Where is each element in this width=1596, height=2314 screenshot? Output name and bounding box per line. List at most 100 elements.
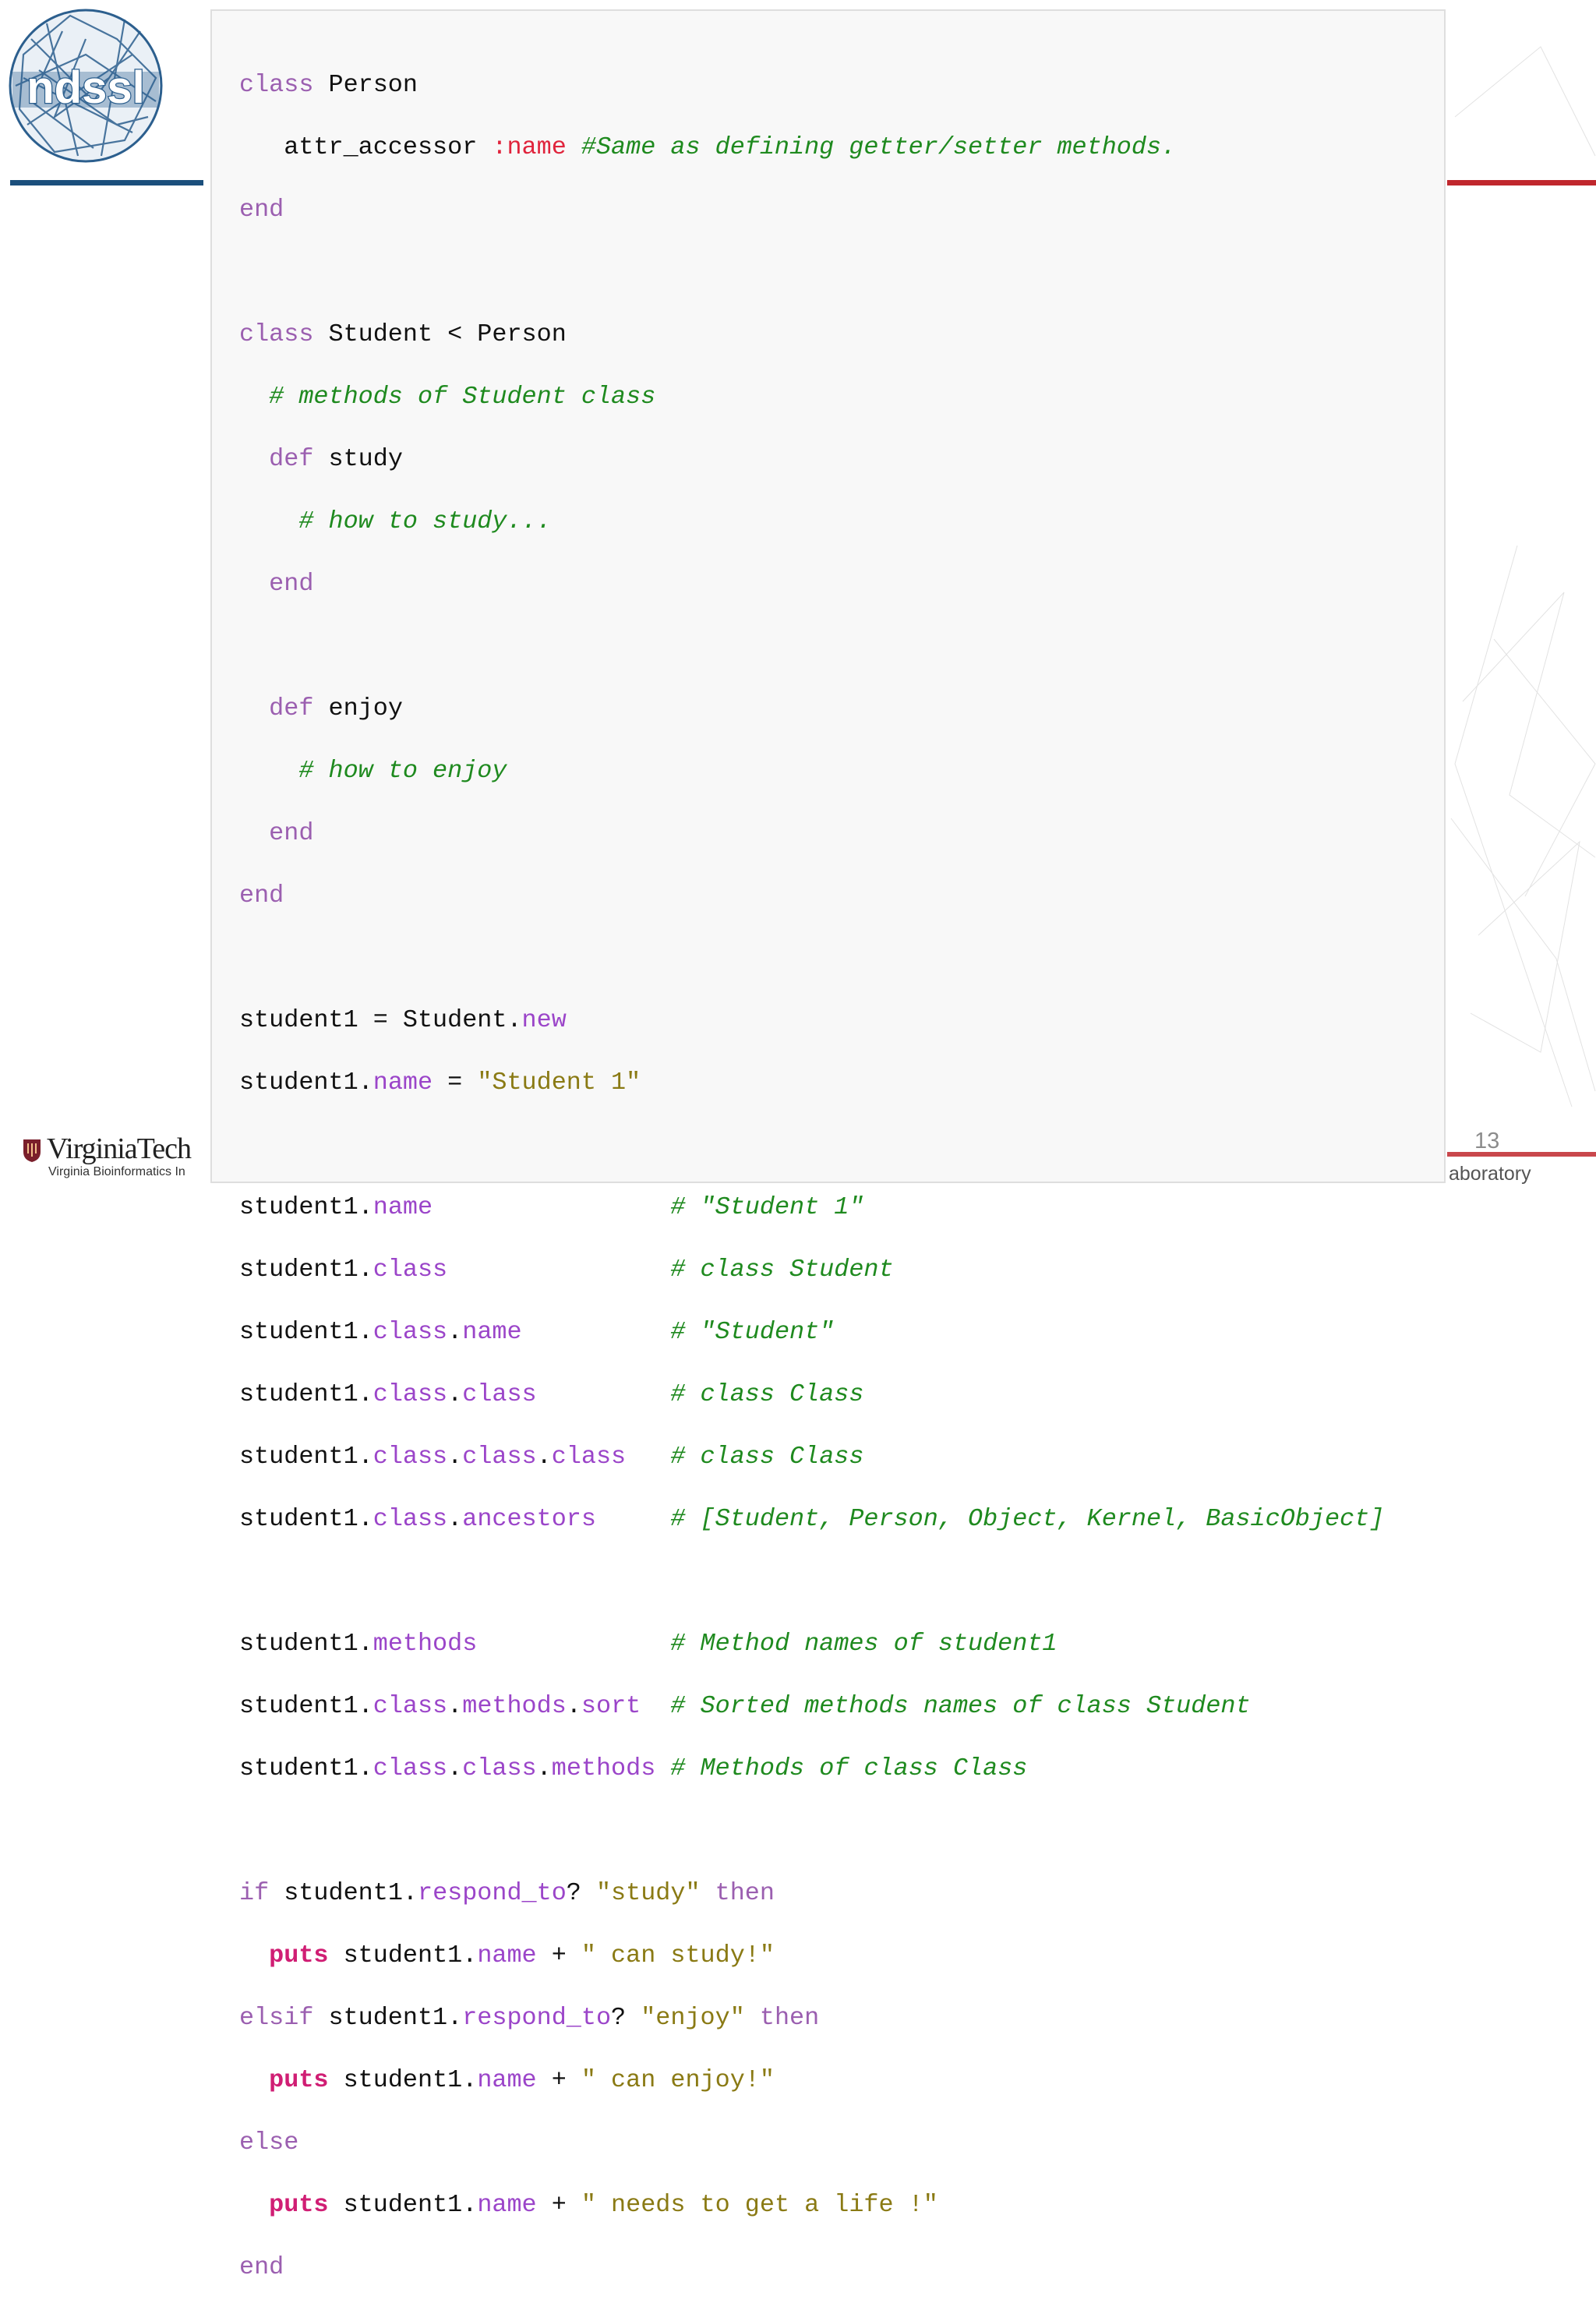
padding: [522, 1318, 671, 1346]
method-name: name: [477, 2191, 537, 2219]
code-text: student1.: [239, 1630, 373, 1658]
code-line: else: [239, 2127, 1384, 2158]
code-text: attr_accessor: [239, 133, 493, 161]
comment: # methods of Student class: [239, 383, 656, 411]
padding: [477, 1630, 670, 1658]
code-text: student1.: [328, 2191, 478, 2219]
footer-red-rule: [1447, 1152, 1596, 1157]
code-text: Person: [313, 71, 418, 99]
string-literal: " can enjoy!": [581, 2066, 775, 2094]
code-text: +: [536, 1941, 581, 1970]
header-red-rule: [1447, 180, 1596, 185]
code-line: puts student1.name + " can enjoy!": [239, 2065, 1384, 2096]
blank-line: [239, 1815, 1384, 1846]
code-text: student1.: [239, 1443, 373, 1471]
method-name: name: [373, 1069, 433, 1097]
padding: [596, 1505, 670, 1533]
code-text: student1.: [313, 2004, 463, 2032]
code-text: student1.: [239, 1505, 373, 1533]
method-name: ancestors: [462, 1505, 596, 1533]
code-text: student1.: [239, 1692, 373, 1720]
method-name: name: [373, 1193, 433, 1221]
code-line: student1.class.ancestors # [Student, Per…: [239, 1503, 1384, 1535]
vt-shield-icon: [23, 1139, 41, 1162]
method-name: class: [462, 1380, 537, 1408]
ruby-code-block: class Person attr_accessor :name #Same a…: [239, 38, 1384, 2314]
code-text: +: [536, 2191, 581, 2219]
code-line: def enjoy: [239, 693, 1384, 724]
method-name: class: [373, 1380, 448, 1408]
comment: # how to enjoy: [239, 757, 507, 785]
code-text: Student < Person: [313, 320, 567, 348]
keyword: def: [269, 445, 314, 473]
indent: [239, 694, 269, 722]
code-text: student1.: [239, 1318, 373, 1346]
code-line: class Student < Person: [239, 319, 1384, 350]
code-text: student1 = Student.: [239, 1006, 522, 1034]
string-literal: "Student 1": [477, 1069, 641, 1097]
comment: # Methods of class Class: [670, 1754, 1028, 1782]
method-name: class: [373, 1505, 448, 1533]
padding: [537, 1380, 671, 1408]
code-text: student1.: [269, 1879, 418, 1907]
method-name: class: [551, 1443, 627, 1471]
code-text: enjoy: [313, 694, 403, 722]
code-text: .: [447, 1505, 463, 1533]
comment: # how to study...: [239, 507, 552, 535]
keyword: else: [239, 2129, 299, 2157]
code-text: ?: [566, 1879, 596, 1907]
code-text: .: [566, 1692, 581, 1720]
keyword: end: [239, 881, 284, 910]
method-name: methods: [373, 1630, 478, 1658]
comment: # [Student, Person, Object, Kernel, Basi…: [670, 1505, 1385, 1533]
indent: [239, 819, 269, 847]
code-text: .: [447, 1380, 463, 1408]
symbol: :name: [492, 133, 567, 161]
indent: [239, 1941, 269, 1970]
code-text: student1.: [239, 1256, 373, 1284]
padding: [447, 1256, 670, 1284]
keyword: then: [715, 1879, 775, 1907]
code-line: puts student1.name + " needs to get a li…: [239, 2189, 1384, 2220]
vt-logo-subtitle: Virginia Bioinformatics In: [48, 1165, 185, 1178]
method-name: class: [373, 1256, 448, 1284]
method-name: class: [462, 1443, 537, 1471]
code-panel: class Person attr_accessor :name #Same a…: [210, 9, 1446, 2281]
code-line: puts student1.name + " can study!": [239, 1940, 1384, 1971]
method-name: methods: [551, 1754, 656, 1782]
method-name: class: [373, 1754, 448, 1782]
builtin-puts: puts: [269, 2066, 329, 2094]
comment: # "Student": [670, 1318, 835, 1346]
code-line: end: [239, 2252, 1384, 2283]
code-text: student1.: [239, 1193, 373, 1221]
code-line: student1.class # class Student: [239, 1254, 1384, 1285]
padding: [655, 1754, 670, 1782]
code-line: student1.class.methods.sort # Sorted met…: [239, 1690, 1384, 1722]
code-line: student1.methods # Method names of stude…: [239, 1628, 1384, 1659]
keyword: class: [239, 71, 314, 99]
keyword: elsif: [239, 2004, 314, 2032]
keyword: end: [269, 570, 314, 598]
blank-line: [239, 1129, 1384, 1161]
code-line: def study: [239, 443, 1384, 475]
method-name: respond_to: [417, 1879, 567, 1907]
keyword: class: [239, 320, 314, 348]
comment: #Same as defining getter/setter methods.: [566, 133, 1177, 161]
code-line: student1.class.class # class Class: [239, 1379, 1384, 1410]
code-line: end: [239, 880, 1384, 911]
comment: # class Class: [670, 1380, 864, 1408]
comment: # Method names of student1: [670, 1630, 1058, 1658]
code-text: [701, 1879, 715, 1907]
code-line: student1.class.class.class # class Class: [239, 1441, 1384, 1472]
comment: # Sorted methods names of class Student: [670, 1692, 1251, 1720]
method-name: class: [373, 1318, 448, 1346]
code-line: end: [239, 568, 1384, 599]
code-line: class Person: [239, 69, 1384, 101]
code-text: study: [313, 445, 403, 473]
code-text: student1.: [239, 1754, 373, 1782]
code-line: student1 = Student.new: [239, 1005, 1384, 1036]
header-blue-rule: [10, 180, 203, 185]
method-name: name: [477, 2066, 537, 2094]
code-line: elsif student1.respond_to? "enjoy" then: [239, 2002, 1384, 2033]
code-line: end: [239, 194, 1384, 225]
